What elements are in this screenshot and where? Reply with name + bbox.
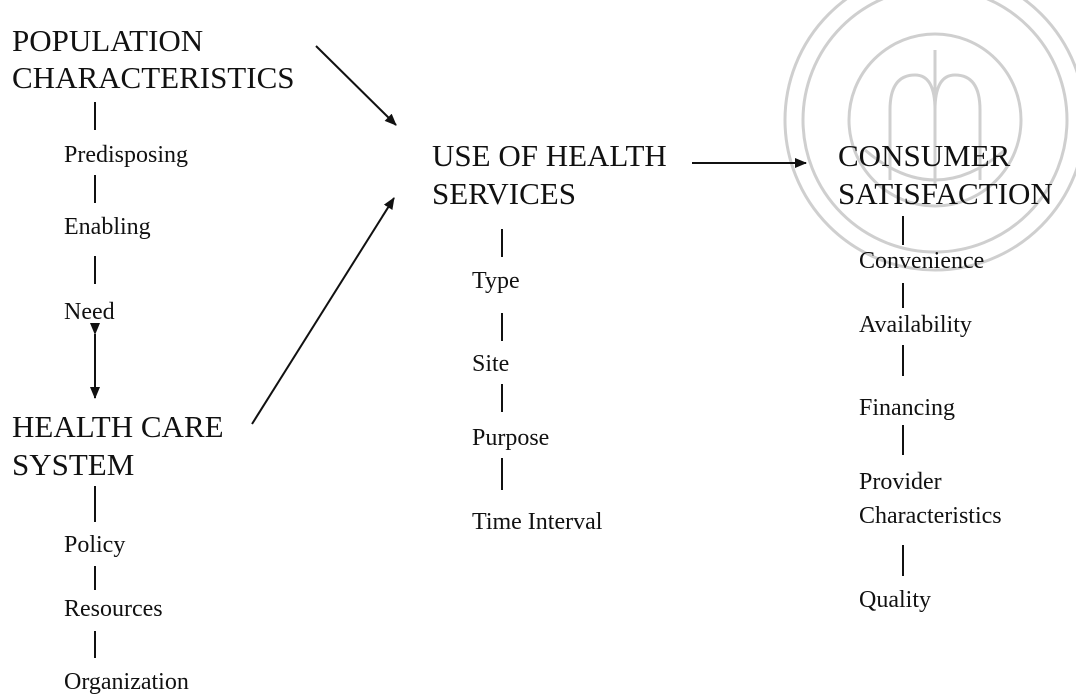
population-item: Need: [64, 299, 115, 325]
use-item: Time Interval: [472, 509, 603, 535]
system-to-use-arrow: [251, 197, 395, 425]
use-title-line1: USE OF HEALTH: [432, 138, 667, 173]
satisfaction-item: Financing: [859, 395, 955, 421]
satisfaction-item: Characteristics: [859, 503, 1002, 529]
population-item: Predisposing: [64, 142, 189, 168]
population-title-line1: POPULATION: [12, 23, 204, 58]
satisfaction-item: Convenience: [859, 248, 985, 274]
satisfaction-item: Availability: [859, 312, 972, 338]
satisfaction-item: Quality: [859, 587, 931, 613]
satisfaction-title-line2: SATISFACTION: [838, 176, 1053, 211]
use-title-line2: SERVICES: [432, 176, 576, 211]
use-item: Purpose: [472, 425, 550, 451]
system-item: Policy: [64, 532, 126, 558]
system-title-line1: HEALTH CARE: [12, 409, 224, 444]
use-item: Site: [472, 351, 510, 377]
satisfaction-title-line1: CONSUMER: [838, 138, 1011, 173]
use-item: Type: [472, 268, 520, 294]
system-item: Resources: [64, 596, 163, 622]
system-title-line2: SYSTEM: [12, 447, 135, 482]
satisfaction-item: Provider: [859, 469, 942, 495]
population-item: Enabling: [64, 214, 151, 240]
population-to-use-arrow: [315, 45, 397, 126]
system-item: Organization: [64, 669, 189, 695]
population-title-line2: CHARACTERISTICS: [12, 60, 295, 95]
